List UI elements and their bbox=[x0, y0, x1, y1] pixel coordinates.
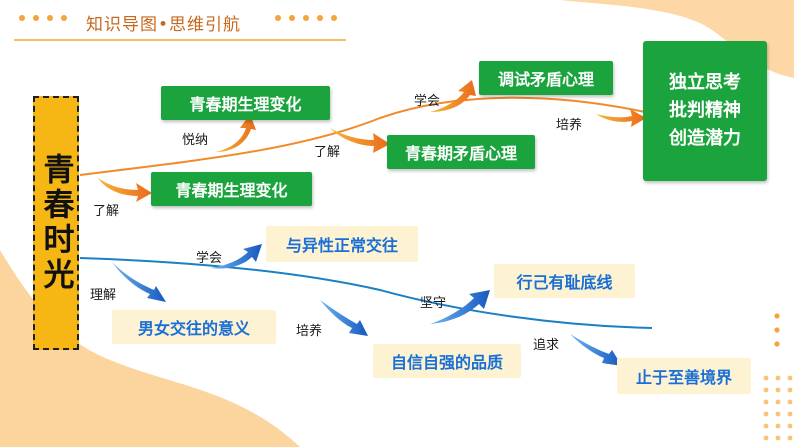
goal-line-1: 独立思考 bbox=[669, 72, 741, 93]
edge-label-understand2: 了解 bbox=[314, 145, 341, 160]
node-growth-b: 青春期生理变化 bbox=[151, 172, 312, 206]
header-dots-left bbox=[19, 15, 67, 21]
edge-label-cultivate-lower: 培养 bbox=[296, 324, 323, 339]
arrow-to-adjust bbox=[430, 80, 476, 112]
node-confidence: 自信自强的品质 bbox=[373, 344, 521, 378]
node-conflict: 青春期矛盾心理 bbox=[387, 135, 535, 169]
arrow-to-conflict bbox=[330, 128, 390, 153]
root-node: 青春时光 bbox=[33, 96, 79, 350]
edge-label-comprehend: 理解 bbox=[90, 288, 117, 303]
arrow-to-goodness bbox=[570, 334, 622, 366]
arrow-to-normal bbox=[210, 244, 262, 269]
arrow-to-growth-b bbox=[98, 178, 152, 202]
side-dots-column bbox=[774, 313, 780, 347]
edge-label-cultivate-upper: 培养 bbox=[556, 118, 583, 133]
edge-label-accept: 悦纳 bbox=[182, 133, 209, 148]
edge-label-pursue: 追求 bbox=[533, 338, 560, 353]
node-bottom-line: 行己有耻底线 bbox=[494, 264, 635, 298]
goal-line-2: 批判精神 bbox=[669, 100, 741, 121]
node-goal: 独立思考 批判精神 创造潜力 bbox=[643, 41, 767, 181]
corner-blob-bottom-left bbox=[0, 250, 300, 447]
header-title: 知识导图•思维引航 bbox=[86, 15, 242, 35]
root-label: 青春时光 bbox=[37, 153, 74, 293]
arrow-to-growth-a bbox=[216, 114, 256, 152]
node-growth-a: 青春期生理变化 bbox=[161, 86, 330, 120]
orange-main-curve bbox=[79, 96, 646, 176]
node-adjust: 调试矛盾心理 bbox=[479, 61, 613, 95]
edge-label-learn-upper: 学会 bbox=[414, 94, 441, 109]
arrow-to-goal bbox=[596, 109, 646, 127]
side-dots-grid bbox=[763, 375, 793, 441]
arrow-to-confidence bbox=[320, 300, 368, 336]
header-dots-right bbox=[275, 15, 337, 21]
arrow-to-meaning bbox=[112, 262, 166, 302]
corner-blob-top-right bbox=[560, 0, 794, 78]
node-meaning: 男女交往的意义 bbox=[112, 310, 276, 344]
node-normal: 与异性正常交往 bbox=[266, 226, 418, 262]
edge-label-understand: 了解 bbox=[93, 204, 120, 219]
edge-label-learn-lower: 学会 bbox=[196, 251, 223, 266]
goal-line-3: 创造潜力 bbox=[669, 128, 741, 149]
node-goodness: 止于至善境界 bbox=[617, 358, 751, 394]
edge-label-adhere: 坚守 bbox=[420, 296, 447, 311]
arrow-to-bottom-line bbox=[430, 290, 490, 324]
blue-main-curve bbox=[79, 257, 653, 329]
